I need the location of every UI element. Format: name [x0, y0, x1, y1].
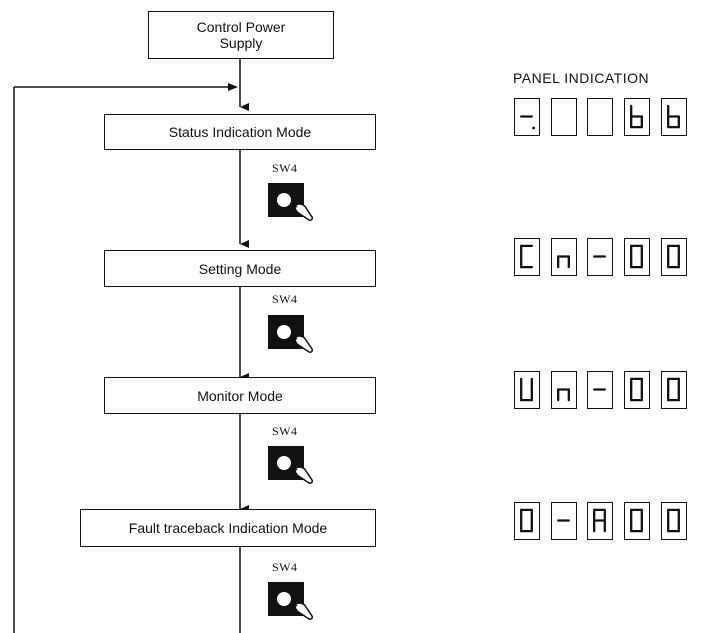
push-button-icon [268, 183, 313, 221]
power-label-line1: Control Power [196, 19, 286, 35]
setting-mode-box: Setting Mode [104, 250, 376, 287]
seven-segment-digit [661, 502, 687, 540]
fault-traceback-mode-box: Fault traceback Indication Mode [80, 509, 376, 547]
status-indication-mode-box: Status Indication Mode [104, 114, 376, 150]
push-button-icon [268, 315, 313, 353]
sw4-push-button-2[interactable] [266, 313, 314, 359]
seven-segment-digit [661, 371, 687, 409]
seven-segment-digit [551, 98, 577, 136]
seven-segment-digit [624, 238, 650, 276]
seven-segment-digit [514, 98, 540, 136]
status-mode-label: Status Indication Mode [168, 124, 312, 140]
sw4-push-button-4[interactable] [266, 580, 314, 626]
sw4-label-3: SW4 [272, 424, 298, 438]
seven-segment-digit [587, 98, 613, 136]
sw4-label-4: SW4 [272, 560, 298, 574]
seven-segment-digit [661, 98, 687, 136]
seven-segment-digit [587, 371, 613, 409]
monitor-mode-box: Monitor Mode [104, 377, 376, 414]
seven-segment-digit [551, 238, 577, 276]
push-button-icon [268, 582, 313, 620]
seven-segment-digit [661, 238, 687, 276]
monitor-mode-label: Monitor Mode [197, 387, 283, 404]
seven-segment-digit [551, 502, 577, 540]
seven-segment-digit [587, 502, 613, 540]
seven-segment-digit [587, 238, 613, 276]
sw4-push-button-3[interactable] [266, 444, 314, 490]
fault-mode-label: Fault traceback Indication Mode [128, 520, 328, 536]
setting-mode-label: Setting Mode [198, 260, 282, 277]
seven-segment-digit [514, 371, 540, 409]
seven-segment-digit [624, 502, 650, 540]
control-power-supply-box: Control Power Supply [148, 11, 334, 59]
loop-arrowhead [228, 83, 238, 91]
sw4-label-2: SW4 [272, 292, 298, 306]
seven-segment-digit [624, 98, 650, 136]
sw4-push-button-1[interactable] [266, 181, 314, 227]
decimal-point [532, 126, 535, 130]
seven-segment-digit [551, 371, 577, 409]
seven-segment-digit [514, 502, 540, 540]
push-button-icon [268, 446, 313, 484]
panel-indication-title: PANEL INDICATION [513, 70, 650, 86]
sw4-label-1: SW4 [272, 161, 298, 175]
seven-segment-digit [624, 371, 650, 409]
seven-segment-digit [514, 238, 540, 276]
power-label-line2: Supply [219, 35, 263, 51]
